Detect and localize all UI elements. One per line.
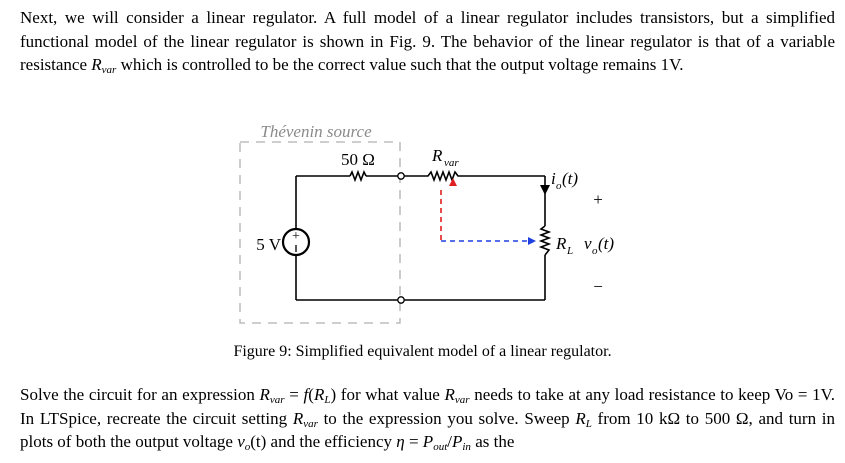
current-label-arg: (t) [562,169,578,188]
rl-subscript: L [324,394,331,406]
vo-plus-sign: + [593,190,603,209]
rl-symbol: R [313,385,325,404]
load-label-sub: L [566,245,573,257]
vo-subscript: o [244,441,251,453]
rvar-subscript: var [454,394,470,406]
terminal-top [397,172,405,180]
pout-symbol: P [422,432,434,451]
thevenin-dashed-box [239,141,401,324]
rvar-symbol: R [259,385,270,404]
vo-symbol: v [237,432,245,451]
task-text: = [404,432,423,451]
rvar-arrow-head [449,178,457,186]
pin-symbol: P [451,432,463,451]
resistor-rvar [404,169,461,183]
rvar-symbol: R [444,385,455,404]
vo-label: v [584,234,592,253]
rl-subscript: L [585,417,592,430]
resistor-50-ohm [349,169,367,183]
rvar-subscript: var [303,417,318,430]
source-plus-sign: + [292,229,300,244]
rvar-subscript: var [269,394,285,406]
intro-text-2: which is controlled to be the correct va… [116,55,684,74]
task-text: Solve the circuit for an expression [20,385,260,404]
pin-subscript: in [462,441,471,453]
function-symbol: f [303,385,309,404]
task-text: from 10 kΩ to 500 Ω, and turn in plots o… [20,408,835,452]
load-label: R [555,234,567,253]
pout-subscript: out [433,441,448,453]
intro-paragraph: Next, we will consider a linear regulato… [20,6,835,77]
task-text: / [447,432,452,451]
resistor-load [538,225,552,256]
intro-text-1: Next, we will consider a linear regulato… [20,8,835,74]
thevenin-label: Thévenin source [260,122,372,141]
voltage-source [281,227,311,257]
terminal-bottom [397,296,405,304]
vo-label-sub: o [592,245,598,257]
task-text: = [284,385,304,404]
task-text: ) for what value [330,385,445,404]
task-text: (t) and the efficiency [250,432,397,451]
current-label-sub: o [556,180,562,192]
task-text: ( [308,385,314,404]
source-label: 5 V [256,235,281,254]
task-text: as the [470,432,515,451]
resistor-50-label: 50 Ω [341,150,375,169]
task-paragraph: Solve the circuit for an expression Rvar… [20,383,835,454]
rl-symbol: R [575,408,586,428]
eta-symbol: η [396,432,405,451]
control-arrow-head [528,237,536,245]
task-text: to the expression you solve. Sweep [317,408,576,428]
rvar-subscript: var [101,64,117,76]
figure-caption: Figure 9: Simplified equivalent model of… [233,343,612,360]
vo-label-arg: (t) [598,234,614,253]
current-label: i [551,169,556,188]
rvar-symbol: R [292,408,304,428]
task-text: needs to take at any load resistance to … [20,385,835,428]
rvar-symbol: R [91,55,102,74]
vo-minus-sign: − [593,277,603,296]
current-arrow [540,185,550,195]
rvar-label: R [431,146,443,165]
rvar-label-sub: var [444,157,459,169]
